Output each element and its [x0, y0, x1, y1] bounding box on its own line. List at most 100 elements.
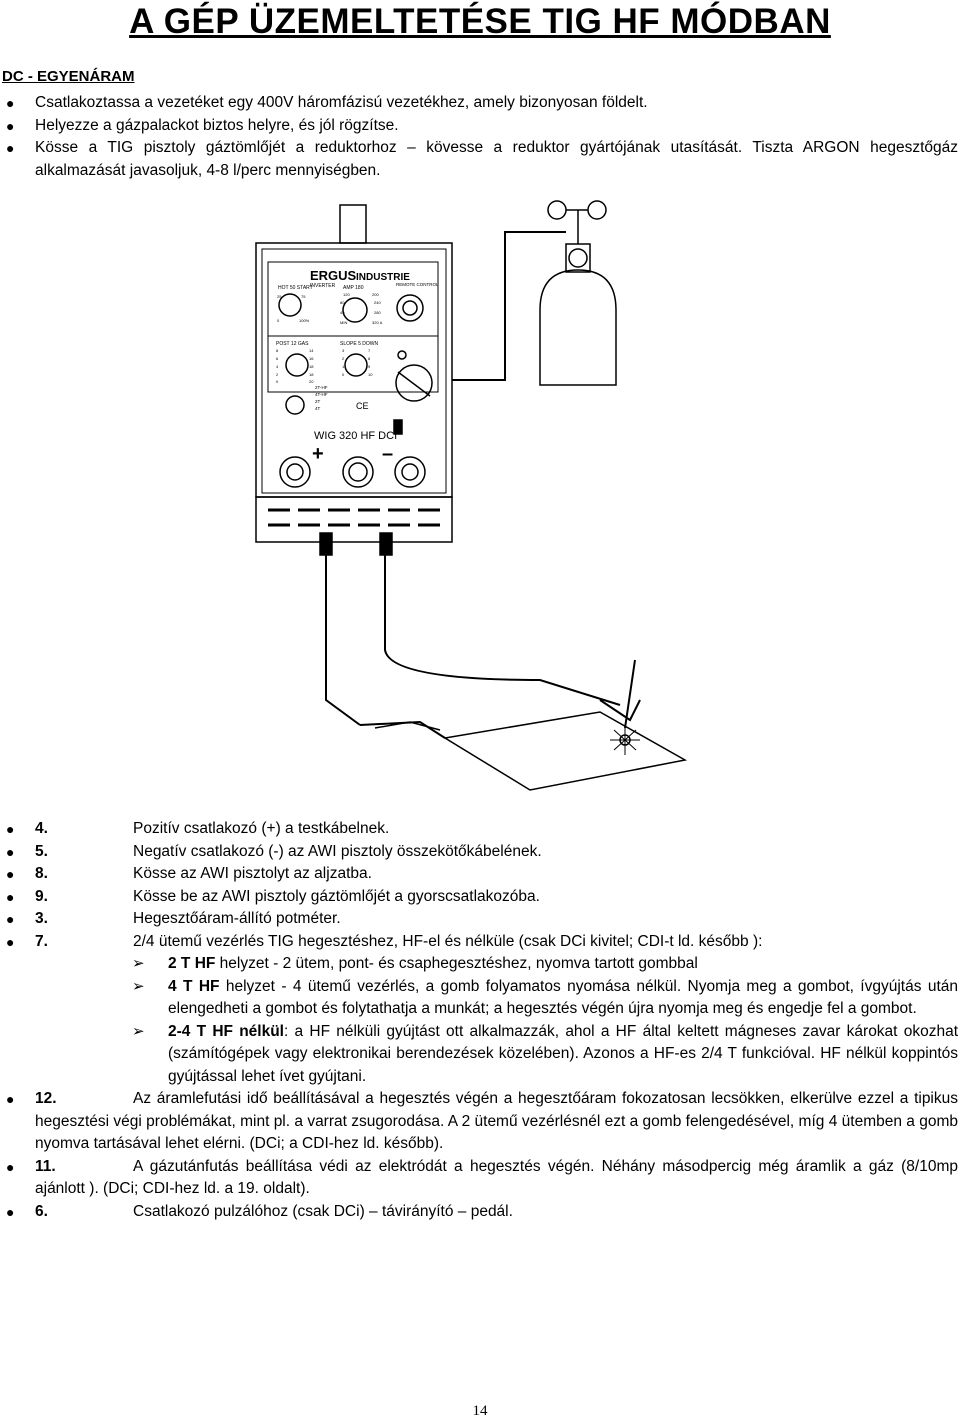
- sub-list-item: ➢4 T HF helyzet - 4 ütemű vezérlés, a go…: [132, 977, 958, 1018]
- amp-scale-7: MIN: [340, 320, 347, 325]
- brand-line-label: INDUSTRIE: [356, 272, 410, 283]
- tig-torch: [599, 699, 641, 722]
- post-gas-scale-5: 4: [276, 364, 279, 369]
- list-item: ●Kösse a TIG pisztoly gáztömlőjét a redu…: [6, 139, 958, 179]
- arrow-bullet-icon: ➢: [132, 955, 145, 972]
- mode-knob: [285, 395, 305, 415]
- bullet-icon: ●: [6, 1203, 15, 1220]
- hot-scale-3: 0: [277, 318, 280, 323]
- post-gas-scale-10: 20: [309, 379, 314, 384]
- amp-scale-6: 280: [374, 310, 381, 315]
- welding-setup-diagram: ERGUS INDUSTRIE INVERTER REMOTE CONTROL …: [255, 200, 688, 791]
- amp-scale-5: 40: [340, 310, 345, 315]
- list-item: ●Helyezze a gázpalackot biztos helyre, é…: [0, 115, 960, 138]
- amp-scale-2: 200: [372, 292, 379, 297]
- bullet-icon: ●: [6, 911, 15, 927]
- arrow-bullet-icon: ➢: [132, 977, 145, 995]
- brand-label: ERGUS: [310, 268, 357, 283]
- slope-label: SLOPE 5 DOWN: [340, 341, 378, 347]
- mode-switch: [395, 364, 433, 402]
- bullet-icon: ●: [6, 117, 15, 134]
- list-item: ●5.Negatív csatlakozó (-) az AWI pisztol…: [0, 841, 960, 864]
- post-gas-scale-4: 16: [309, 356, 314, 361]
- slope-scale-4: 8: [368, 356, 371, 361]
- hot-start-knob: [278, 293, 302, 317]
- ce-mark: CE: [356, 401, 369, 411]
- mode-label-4t-hf: 4T-HF: [315, 392, 328, 397]
- bullet-icon: ●: [6, 888, 15, 905]
- hot-scale-4: 100%: [299, 318, 310, 323]
- amp-knob: [342, 297, 368, 323]
- page-title: A GÉP ÜZEMELTETÉSE TIG HF MÓDBAN: [129, 2, 831, 41]
- hot-start-label: HOT 50 START: [278, 285, 313, 291]
- hot-scale-1: 25: [277, 294, 282, 299]
- page-number: 14: [472, 1403, 488, 1419]
- minus-socket: [394, 456, 426, 488]
- list-item: ●Csatlakoztassa a vezetéket egy 400V hár…: [0, 92, 960, 115]
- post-gas-scale-7: 2: [276, 372, 279, 377]
- bullet-icon: ●: [6, 140, 15, 156]
- bullet-icon: ●: [6, 1158, 15, 1175]
- torch-socket: [342, 456, 374, 488]
- bullet-icon: ●: [6, 1091, 15, 1107]
- list-item: ●12.Az áramlefutási idő beállításával a …: [6, 1090, 958, 1152]
- numbered-list: ●4.Pozitív csatlakozó (+) a testkábelnek…: [0, 818, 960, 1223]
- model-label: WIG 320 HF DCI: [314, 430, 397, 442]
- pressure-gauge-2: [587, 200, 607, 220]
- slope-scale-6: 9: [368, 364, 371, 369]
- amp-scale-8: 320 A: [372, 320, 383, 325]
- bullet-icon: ●: [6, 843, 15, 860]
- post-gas-scale-9: 0: [276, 379, 279, 384]
- plus-socket: [279, 456, 311, 488]
- torch-cable: [384, 540, 621, 706]
- ground-cable: [325, 540, 361, 726]
- ground-clamp: [374, 721, 441, 731]
- post-gas-knob: [285, 353, 309, 377]
- slope-scale-1: 3: [342, 348, 345, 353]
- plus-label: +: [312, 443, 324, 465]
- list-item: ●8.Kösse az AWI pisztolyt az aljzatba.: [0, 863, 960, 886]
- slope-scale-5: 1: [342, 364, 345, 369]
- workpiece: [442, 711, 688, 791]
- amp-scale-3: 80: [340, 300, 345, 305]
- slope-scale-7: 0: [342, 372, 345, 377]
- amp-scale-1: 120: [343, 292, 350, 297]
- slope-scale-8: 10: [368, 372, 373, 377]
- gas-cylinder: [539, 269, 617, 386]
- mode-label-4t: 4T: [315, 406, 321, 411]
- post-gas-scale-2: 14: [309, 348, 314, 353]
- sub-list-item: ➢2-4 T HF nélkül: a HF nélküli gyújtást …: [132, 1022, 958, 1085]
- list-item: ●4.Pozitív csatlakozó (+) a testkábelnek…: [0, 818, 960, 841]
- intro-list: ●Csatlakoztassa a vezetéket egy 400V hár…: [0, 92, 960, 182]
- mode-label-2t: 2T: [315, 399, 321, 404]
- pressure-gauge-1: [547, 200, 567, 220]
- minus-label: –: [382, 443, 393, 465]
- post-gas-label: POST 12 GAS: [276, 341, 309, 347]
- list-item: ●11.A gázutánfutás beállítása védi az el…: [6, 1157, 958, 1198]
- hot-scale-2: 75: [301, 294, 306, 299]
- bullet-icon: ●: [6, 866, 15, 882]
- gas-hose: [452, 231, 566, 381]
- slope-knob: [344, 353, 368, 377]
- bullet-icon: ●: [6, 933, 15, 950]
- bullet-icon: ●: [6, 821, 15, 837]
- bullet-icon: ●: [6, 95, 15, 111]
- post-gas-scale-1: 8: [276, 348, 279, 353]
- amp-scale-4: 240: [374, 300, 381, 305]
- post-gas-scale-6: 18: [309, 364, 314, 369]
- machine-top-socket: [339, 204, 367, 244]
- list-item: ●9.Kösse be az AWI pisztoly gáztömlőjét …: [0, 886, 960, 909]
- remote-socket: [396, 294, 424, 322]
- slope-scale-3: 2: [342, 356, 345, 361]
- list-item: ●7.2/4 ütemű vezérlés TIG hegesztéshez, …: [0, 931, 960, 954]
- mode-label-2t-hf: 2T-HF: [315, 385, 328, 390]
- sub-list-item: ➢2 T HF helyzet - 2 ütem, pont- és csaph…: [132, 953, 958, 976]
- post-gas-scale-3: 6: [276, 356, 279, 361]
- sub-brand-label: INVERTER: [310, 283, 336, 289]
- section-heading: DC - EGYENÁRAM: [2, 68, 135, 85]
- list-item: ●6.Csatlakozó pulzálóhoz (csak DCi) – tá…: [0, 1201, 960, 1224]
- post-gas-scale-8: 18: [309, 372, 314, 377]
- list-item: ●3.Hegesztőáram-állító potméter.: [0, 908, 960, 931]
- remote-label: REMOTE CONTROL: [396, 282, 439, 287]
- amp-label: AMP 180: [343, 285, 364, 291]
